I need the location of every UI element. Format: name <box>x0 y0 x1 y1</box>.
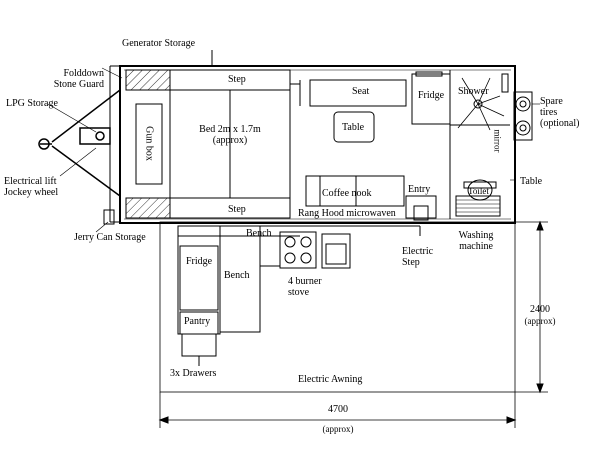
sink-outline <box>321 233 351 269</box>
bench-side-label: Bench <box>224 270 250 281</box>
table-inside-label: Table <box>342 122 365 133</box>
table-outline <box>333 111 375 143</box>
hatched-step-bottom-left <box>125 197 171 219</box>
step-bottom-label: Step <box>228 204 246 215</box>
hatched-step-top-left <box>125 69 171 91</box>
van-body-outline <box>119 65 516 224</box>
washing-machine-label: Washing machine <box>458 230 494 252</box>
awning-label: Electric Awning <box>298 374 363 385</box>
stove-outline <box>279 231 317 269</box>
awning-outline <box>159 221 516 393</box>
generator-storage-label: Generator Storage <box>122 38 196 49</box>
jockey-wheel-label: Electrical lift Jockey wheel <box>4 176 59 198</box>
gun-box-outline <box>135 103 163 185</box>
width-dimension-label: 2400 <box>530 304 550 315</box>
shower-head <box>473 99 483 109</box>
toilet-label: Toilet <box>468 186 489 196</box>
pantry-label: Pantry <box>184 316 211 327</box>
bench-top-label: Bench <box>246 228 272 239</box>
width-dimension-note: (approx) <box>524 316 556 326</box>
gun-box-label: Gun box <box>143 126 155 161</box>
seat-label: Seat <box>352 86 370 97</box>
jerry-can-storage-label: Jerry Can Storage <box>74 232 146 243</box>
shower-label: Shower <box>458 86 489 97</box>
seat-outline <box>309 79 407 107</box>
step-top-label: Step <box>228 74 246 85</box>
entry-label: Entry <box>408 184 431 195</box>
length-dimension-label: 4700 <box>328 404 348 415</box>
spare-tires-label: Spare tires (optional) <box>540 96 580 129</box>
mirror-label: mirror <box>492 129 503 153</box>
drawers-label: 3x Drawers <box>170 368 217 379</box>
electric-step-label: Electric Step <box>402 246 434 268</box>
range-hood-label: Rang Hood microwaven <box>298 208 396 219</box>
entry-door <box>405 195 437 219</box>
bed-label: Bed 2m x 1.7m (approx) <box>199 124 261 146</box>
fridge-outside-label: Fridge <box>186 256 213 267</box>
length-dimension-note: (approx) <box>322 424 354 434</box>
folddown-stone-guard-label: Folddown Stone Guard <box>53 68 104 90</box>
fridge-inside-label: Fridge <box>418 90 445 101</box>
outside-fridge-outline <box>179 245 219 311</box>
coffee-nook-outline <box>305 175 405 207</box>
table-outside-label: Table <box>520 176 543 187</box>
coffee-nook-label: Coffee nook <box>322 188 372 199</box>
spare-tires-drawing <box>513 91 533 141</box>
stove-label: 4 burner stove <box>288 276 322 298</box>
drawers-outline <box>181 333 217 357</box>
lpg-storage-label: LPG Storage <box>6 98 58 109</box>
washing-machine-outline <box>455 195 501 217</box>
a-frame-drawbar <box>38 89 121 197</box>
